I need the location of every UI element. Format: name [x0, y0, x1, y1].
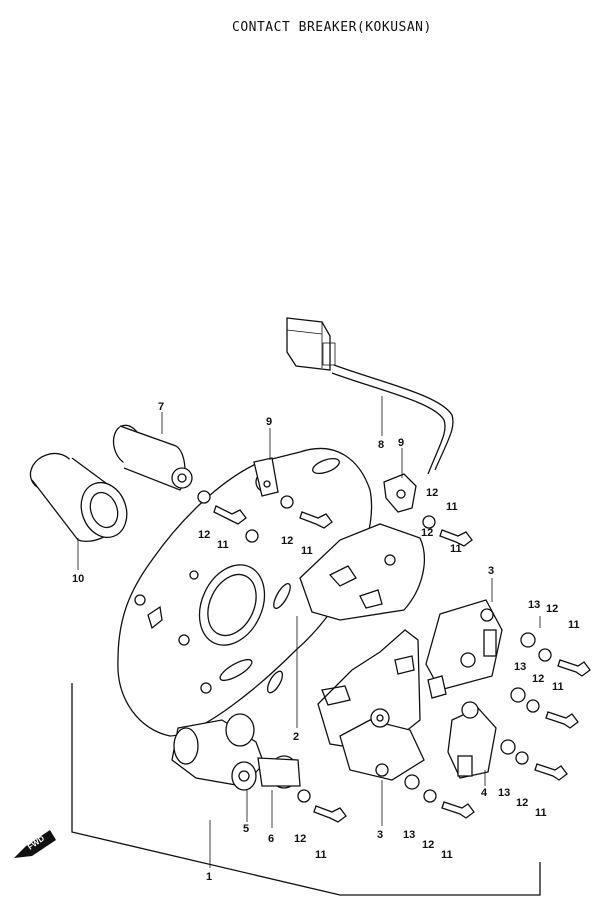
- callout-12: 12: [546, 603, 558, 615]
- callout-12: 12: [422, 839, 434, 851]
- lubricator-felt-icon: [29, 452, 128, 542]
- leader-lines: [77, 396, 541, 868]
- wire-connector-icon: [286, 317, 454, 475]
- callout-7: 7: [158, 401, 164, 413]
- callout-11: 11: [552, 681, 564, 693]
- diagram-title: CONTACT BREAKER(KOKUSAN): [232, 20, 432, 35]
- callout-12: 12: [421, 527, 433, 539]
- adjuster-plate-icon: [299, 523, 426, 621]
- callout-13: 13: [528, 599, 540, 611]
- callout-12: 12: [516, 797, 528, 809]
- callout-9: 9: [266, 416, 272, 428]
- callout-11: 11: [217, 539, 229, 551]
- callout-12: 12: [294, 833, 306, 845]
- callout-12: 12: [532, 673, 544, 685]
- callout-2: 2: [293, 731, 299, 743]
- condenser-icon: [112, 424, 193, 491]
- callout-12: 12: [426, 487, 438, 499]
- callout-11: 11: [301, 545, 313, 557]
- callout-11: 11: [315, 849, 327, 861]
- contact-point-lower-icon: [339, 708, 425, 781]
- callout-11: 11: [450, 543, 462, 555]
- fwd-arrow-icon: FWD: [14, 830, 56, 858]
- callout-8: 8: [378, 439, 384, 451]
- contact-point-upper-icon: [425, 599, 503, 699]
- callout-12: 12: [198, 529, 210, 541]
- callout-11: 11: [535, 807, 547, 819]
- wire-clamp-icon: [383, 473, 417, 513]
- callout-13: 13: [403, 829, 415, 841]
- callout-labels: 7 9 8 9 12 11 12 11 12 11 12 11 10 3 13 …: [72, 401, 580, 883]
- callout-11: 11: [568, 619, 580, 631]
- ignition-coil-icon: [171, 713, 301, 791]
- callout-11: 11: [446, 501, 458, 513]
- callout-9: 9: [398, 437, 404, 449]
- callout-3: 3: [488, 565, 494, 577]
- callout-5: 5: [243, 823, 249, 835]
- callout-1: 1: [206, 871, 212, 883]
- callout-13: 13: [498, 787, 510, 799]
- callout-12: 12: [281, 535, 293, 547]
- callout-6: 6: [268, 833, 274, 845]
- callout-4: 4: [481, 787, 488, 799]
- callout-11: 11: [441, 849, 453, 861]
- callout-13: 13: [514, 661, 526, 673]
- callout-10: 10: [72, 573, 84, 585]
- governor-icon: [447, 701, 497, 779]
- callout-3: 3: [377, 829, 383, 841]
- screws-washers-icon: [197, 490, 591, 823]
- group-bracket: [71, 683, 541, 896]
